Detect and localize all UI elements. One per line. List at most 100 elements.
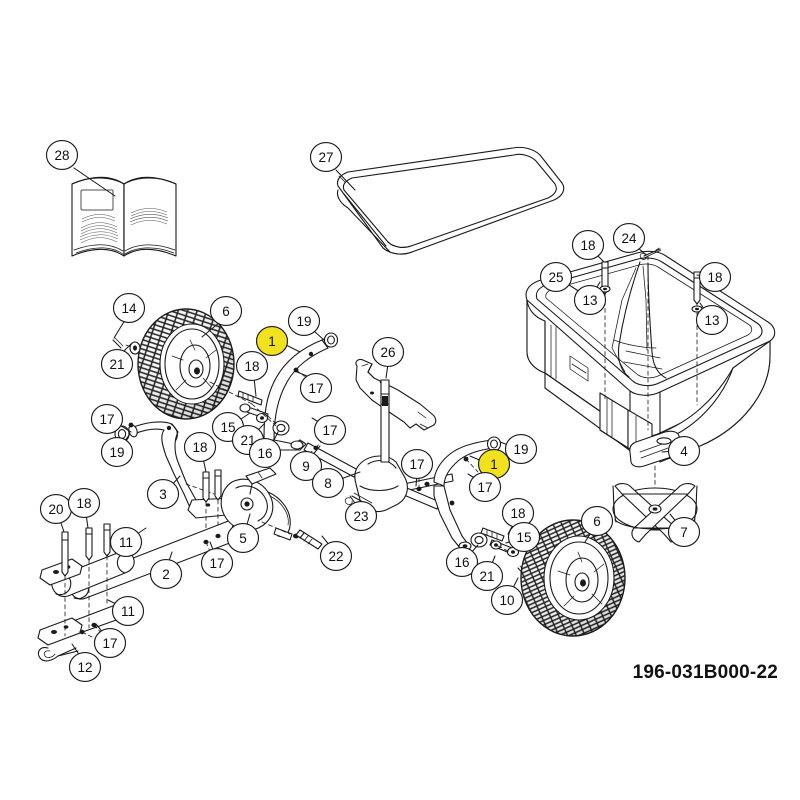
callout-bubble[interactable] xyxy=(299,373,333,403)
callout-26[interactable]: 26 xyxy=(371,337,405,367)
callout-bubble[interactable] xyxy=(109,527,143,557)
callout-bubble[interactable] xyxy=(445,547,479,577)
callout-8[interactable]: 8 xyxy=(311,468,345,498)
callout-bubble[interactable] xyxy=(470,561,504,591)
callout-27[interactable]: 27 xyxy=(309,142,343,172)
callout-11[interactable]: 11 xyxy=(111,596,145,626)
callout-number: 27 xyxy=(318,150,333,165)
callout-bubble[interactable] xyxy=(248,438,282,468)
callout-bubble[interactable] xyxy=(313,415,347,445)
callout-13[interactable]: 13 xyxy=(573,285,607,315)
callout-bubble[interactable] xyxy=(311,468,345,498)
callout-14[interactable]: 14 xyxy=(112,293,146,323)
callout-bubble[interactable] xyxy=(90,404,124,434)
callout-28[interactable]: 28 xyxy=(45,140,79,170)
callout-17[interactable]: 17 xyxy=(90,404,124,434)
callout-25[interactable]: 25 xyxy=(539,262,573,292)
callout-20[interactable]: 20 xyxy=(39,494,73,524)
callout-5[interactable]: 5 xyxy=(226,523,260,553)
callout-bubble[interactable] xyxy=(507,522,541,552)
callout-24[interactable]: 24 xyxy=(612,223,646,253)
callout-9[interactable]: 9 xyxy=(289,451,323,481)
callout-bubble[interactable] xyxy=(68,652,102,682)
callout-bubble[interactable] xyxy=(468,472,502,502)
callout-2[interactable]: 2 xyxy=(149,559,183,589)
callout-18[interactable]: 18 xyxy=(67,488,101,518)
callout-bubble[interactable] xyxy=(235,351,269,381)
callout-bubble[interactable] xyxy=(504,434,538,464)
callout-bubble[interactable] xyxy=(287,306,321,336)
callout-bubble[interactable] xyxy=(400,449,434,479)
callout-bubble[interactable] xyxy=(580,506,614,536)
callout-4[interactable]: 4 xyxy=(667,436,701,466)
callout-bubble[interactable] xyxy=(695,305,729,335)
callout-23[interactable]: 23 xyxy=(344,501,378,531)
callout-bubble[interactable] xyxy=(371,337,405,367)
callout-bubble[interactable] xyxy=(111,596,145,626)
callout-bubble[interactable] xyxy=(539,262,573,292)
callout-13[interactable]: 13 xyxy=(695,305,729,335)
callout-bubble[interactable] xyxy=(612,223,646,253)
callout-bubble[interactable] xyxy=(698,262,732,292)
callout-bubble[interactable] xyxy=(226,523,260,553)
callout-bubble[interactable] xyxy=(309,142,343,172)
callout-bubble[interactable] xyxy=(571,230,605,260)
callout-bubble-highlighted[interactable] xyxy=(255,326,289,356)
callout-18[interactable]: 18 xyxy=(571,230,605,260)
callout-bubble[interactable] xyxy=(200,548,234,578)
callout-number: 17 xyxy=(409,457,424,472)
callout-bubble[interactable] xyxy=(490,585,524,615)
callout-11[interactable]: 11 xyxy=(109,527,143,557)
callout-17[interactable]: 17 xyxy=(93,628,127,658)
callout-22[interactable]: 22 xyxy=(319,541,353,571)
callout-bubble[interactable] xyxy=(209,296,243,326)
part-28-manual xyxy=(71,176,177,257)
callout-bubble[interactable] xyxy=(100,437,134,467)
callout-bubble[interactable] xyxy=(149,559,183,589)
callout-3[interactable]: 3 xyxy=(146,479,180,509)
callout-12[interactable]: 12 xyxy=(68,652,102,682)
callout-18[interactable]: 18 xyxy=(183,432,217,462)
callout-16[interactable]: 16 xyxy=(445,547,479,577)
callout-bubble[interactable] xyxy=(112,293,146,323)
callout-17[interactable]: 17 xyxy=(200,548,234,578)
callout-15[interactable]: 15 xyxy=(507,522,541,552)
callout-17[interactable]: 17 xyxy=(468,472,502,502)
callout-10[interactable]: 10 xyxy=(490,585,524,615)
callout-19[interactable]: 19 xyxy=(504,434,538,464)
callout-1[interactable]: 1 xyxy=(255,326,289,356)
callout-bubble[interactable] xyxy=(667,517,701,547)
callout-18[interactable]: 18 xyxy=(698,262,732,292)
callout-21[interactable]: 21 xyxy=(100,349,134,379)
callout-number: 15 xyxy=(516,530,531,545)
callout-17[interactable]: 17 xyxy=(400,449,434,479)
callout-17[interactable]: 17 xyxy=(299,373,333,403)
callout-leader xyxy=(201,321,221,338)
part-2-drawbar xyxy=(37,516,250,662)
callout-bubble[interactable] xyxy=(319,541,353,571)
callout-16[interactable]: 16 xyxy=(248,438,282,468)
callout-bubble[interactable] xyxy=(573,285,607,315)
callout-number: 18 xyxy=(244,359,259,374)
callout-21[interactable]: 21 xyxy=(470,561,504,591)
callout-6[interactable]: 6 xyxy=(209,296,243,326)
callout-bubble[interactable] xyxy=(183,432,217,462)
callout-bubble[interactable] xyxy=(344,501,378,531)
callout-bubble[interactable] xyxy=(67,488,101,518)
callout-bubble[interactable] xyxy=(45,140,79,170)
callout-bubble[interactable] xyxy=(667,436,701,466)
callout-18[interactable]: 18 xyxy=(235,351,269,381)
callout-6[interactable]: 6 xyxy=(580,506,614,536)
wheel-left-hardware xyxy=(112,337,141,355)
callout-7[interactable]: 7 xyxy=(667,517,701,547)
callout-bubble[interactable] xyxy=(100,349,134,379)
callout-17[interactable]: 17 xyxy=(313,415,347,445)
callout-19[interactable]: 19 xyxy=(100,437,134,467)
callout-bubble[interactable] xyxy=(289,451,323,481)
hardware-cluster-upper xyxy=(237,390,290,436)
callout-number: 24 xyxy=(621,231,637,246)
callout-bubble[interactable] xyxy=(93,628,127,658)
callout-18[interactable]: 18 xyxy=(501,498,535,528)
callout-bubble[interactable] xyxy=(146,479,180,509)
callout-19[interactable]: 19 xyxy=(287,306,321,336)
